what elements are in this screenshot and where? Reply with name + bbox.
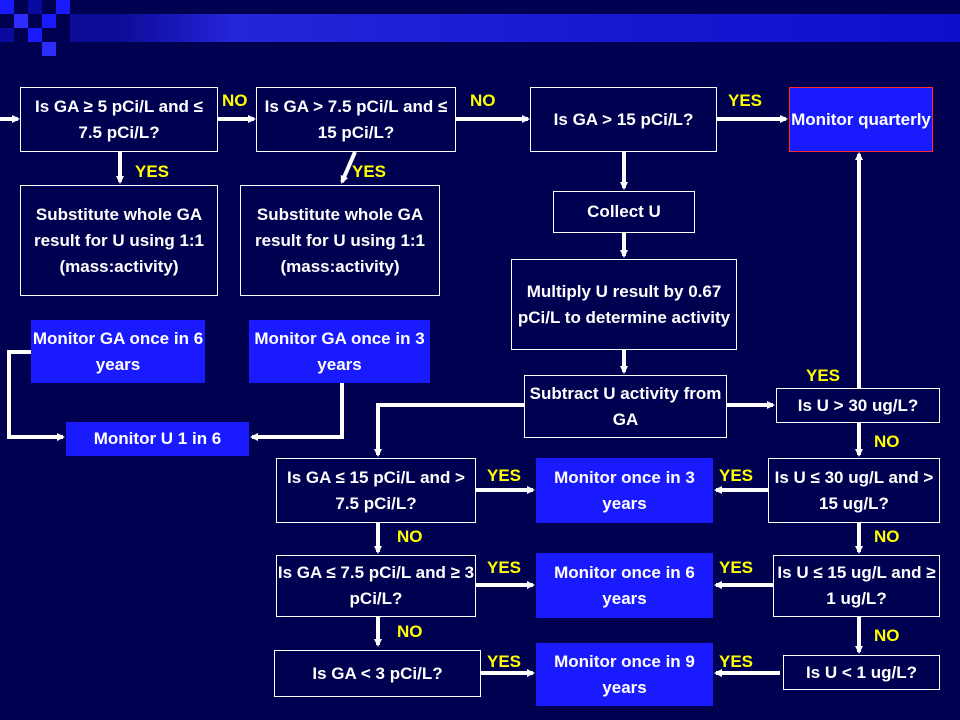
- label-yes: YES: [719, 652, 754, 671]
- label-yes: YES: [806, 366, 841, 385]
- decision-u-over-30: Is U > 30 ug/L?: [776, 388, 940, 423]
- label-no: NO: [874, 527, 900, 546]
- multiply-u-box: Multiply U result by 0.67 pCi/L to deter…: [511, 259, 737, 350]
- decor-square: [42, 42, 56, 56]
- decision-ga-7-5-to-15: Is GA > 7.5 pCi/L and ≤ 15 pCi/L?: [256, 87, 456, 152]
- label-no: NO: [397, 622, 423, 641]
- decor-square: [0, 0, 14, 14]
- decision-ga-over-15: Is GA > 15 pCi/L?: [530, 87, 717, 152]
- decision-u-under-1: Is U < 1 ug/L?: [783, 655, 940, 690]
- decision-ga-le-15: Is GA ≤ 15 pCi/L and > 7.5 pCi/L?: [276, 458, 476, 523]
- monitor-6-years-box: Monitor once in 6 years: [536, 553, 713, 618]
- label-no: NO: [222, 91, 248, 110]
- label-no: NO: [874, 432, 900, 451]
- collect-u-box: Collect U: [553, 191, 695, 233]
- label-yes: YES: [719, 466, 754, 485]
- title-bar: [70, 14, 960, 42]
- decor-square: [28, 0, 42, 14]
- decor-square: [42, 14, 56, 28]
- decor-square: [14, 14, 28, 28]
- label-yes: YES: [719, 558, 754, 577]
- monitor-quarterly-box: Monitor quarterly: [789, 87, 933, 152]
- monitor-ga-3-years-box: Monitor GA once in 3 years: [249, 320, 430, 383]
- decision-ga-under-3: Is GA < 3 pCi/L?: [274, 650, 481, 697]
- label-yes: YES: [135, 162, 170, 181]
- decor-square: [56, 0, 70, 14]
- substitute-box-2: Substitute whole GA result for U using 1…: [240, 185, 440, 296]
- label-yes: YES: [728, 91, 763, 110]
- subtract-u-box: Subtract U activity from GA: [524, 375, 727, 438]
- monitor-3-years-box: Monitor once in 3 years: [536, 458, 713, 523]
- decor-square: [0, 28, 14, 42]
- decision-u-le-30: Is U ≤ 30 ug/L and > 15 ug/L?: [768, 458, 940, 523]
- decision-ga-le-7-5: Is GA ≤ 7.5 pCi/L and ≥ 3 pCi/L?: [276, 555, 476, 617]
- label-yes: YES: [352, 162, 387, 181]
- label-no: NO: [470, 91, 496, 110]
- label-no: NO: [397, 527, 423, 546]
- label-yes: YES: [487, 466, 522, 485]
- monitor-ga-6-years-box: Monitor GA once in 6 years: [31, 320, 205, 383]
- decision-u-le-15: Is U ≤ 15 ug/L and ≥ 1 ug/L?: [773, 555, 940, 617]
- label-yes: YES: [487, 652, 522, 671]
- substitute-box-1: Substitute whole GA result for U using 1…: [20, 185, 218, 296]
- label-yes: YES: [487, 558, 522, 577]
- decor-square: [28, 28, 42, 42]
- monitor-u-1-in-6-box: Monitor U 1 in 6: [66, 422, 249, 456]
- label-no: NO: [874, 626, 900, 645]
- monitor-9-years-box: Monitor once in 9 years: [536, 643, 713, 706]
- decision-ga-5-to-7-5: Is GA ≥ 5 pCi/L and ≤ 7.5 pCi/L?: [20, 87, 218, 152]
